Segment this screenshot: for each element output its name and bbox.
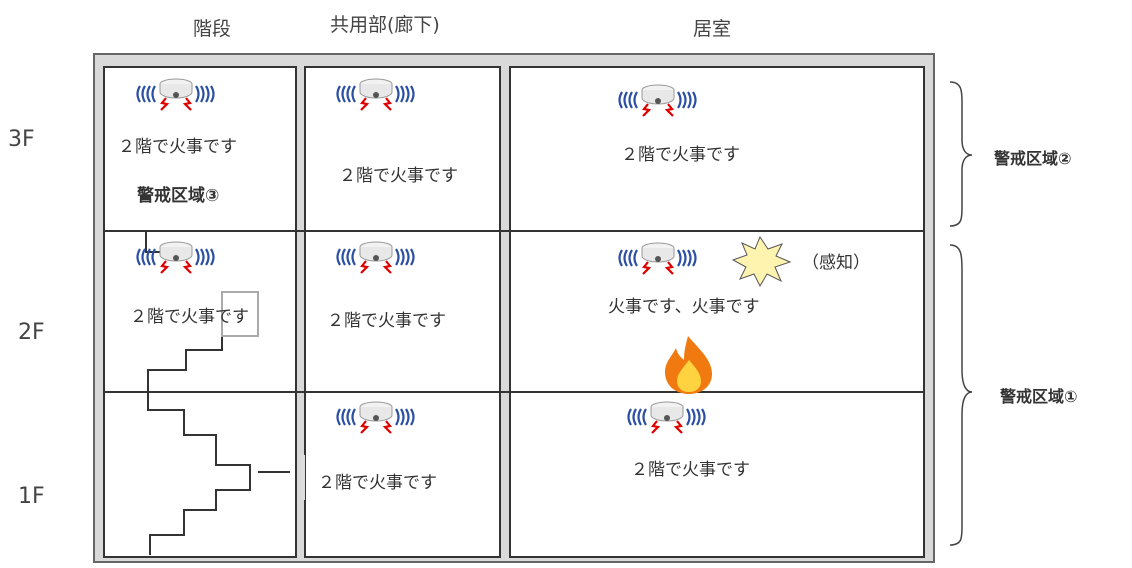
header-stairs: 階段 [193,18,232,40]
announce-1f-room: ２階で火事です [631,460,750,480]
floor-label-2f: 2F [18,320,45,345]
floor-label-1f: 1F [18,484,45,509]
announce-3f-stairs: ２階で火事です [118,137,237,157]
smoke-detector-icon [618,241,697,276]
room-column [509,66,925,558]
header-room: 居室 [693,18,732,40]
detect-label: （感知） [802,253,870,273]
announce-2f-corridor: ２階で火事です [327,311,446,331]
zone-label-1: 警戒区域① [1000,387,1078,406]
floor-divider-3f-2f [103,230,925,232]
smoke-detector-icon [136,240,215,275]
zone-label-3: 警戒区域③ [137,186,220,206]
stairs-column [103,66,297,558]
floor-label-3f: 3F [8,127,35,152]
announce-1f-corridor: ２階で火事です [318,473,437,493]
corridor-column [304,66,501,558]
header-corridor: 共用部(廊下) [330,14,440,36]
smoke-detector-icon [336,400,415,435]
smoke-detector-icon [627,400,706,435]
smoke-detector-icon [336,77,415,112]
announce-3f-room: ２階で火事です [621,145,740,165]
announce-2f-stairs: ２階で火事です [130,307,249,327]
smoke-detector-icon [336,240,415,275]
floor-divider-2f-1f [103,391,925,393]
smoke-detector-icon [618,83,697,118]
zone-label-2: 警戒区域② [994,149,1072,168]
smoke-detector-icon [136,77,215,112]
announce-3f-corridor: ２階で火事です [339,166,458,186]
origin-message: 火事です、火事です [608,297,760,317]
